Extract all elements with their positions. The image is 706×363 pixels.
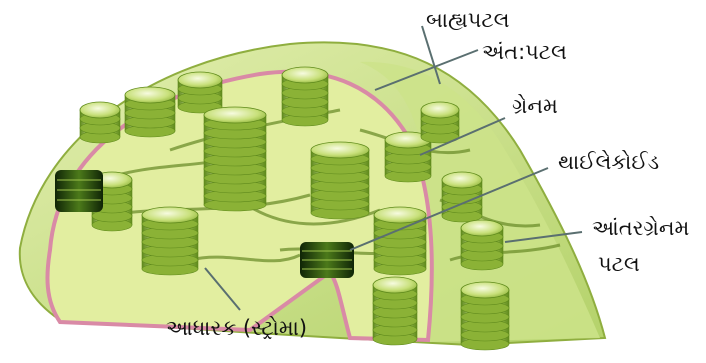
granum-stack <box>461 282 509 350</box>
label-thylakoid: થાઈલેકોઈડ <box>558 152 659 173</box>
label-stroma: આધારક (સ્ટ્રોમા) <box>166 318 307 339</box>
granum-stack <box>142 207 198 275</box>
granum-stack <box>204 107 266 211</box>
label-inner-membrane: અંત:પટલ <box>482 42 567 63</box>
granum-stack <box>125 87 175 137</box>
granum-stack <box>282 67 328 126</box>
label-intergranal-line2: પટલ <box>598 254 640 275</box>
granum-stack <box>374 207 426 275</box>
thylakoid-stack-center <box>300 242 354 278</box>
granum-stack <box>178 72 222 113</box>
label-outer-membrane: બાહ્યપટલ <box>426 10 510 31</box>
label-granum: ગ્રેનમ <box>512 96 558 117</box>
granum-stack <box>461 220 503 270</box>
label-intergranal-line1: આંતરગ્રેનમ <box>592 218 689 239</box>
granum-stack <box>311 142 369 219</box>
granum-stack <box>421 102 459 143</box>
thylakoid-stack-left <box>55 170 103 212</box>
granum-stack <box>80 102 120 143</box>
granum-stack <box>373 277 417 345</box>
